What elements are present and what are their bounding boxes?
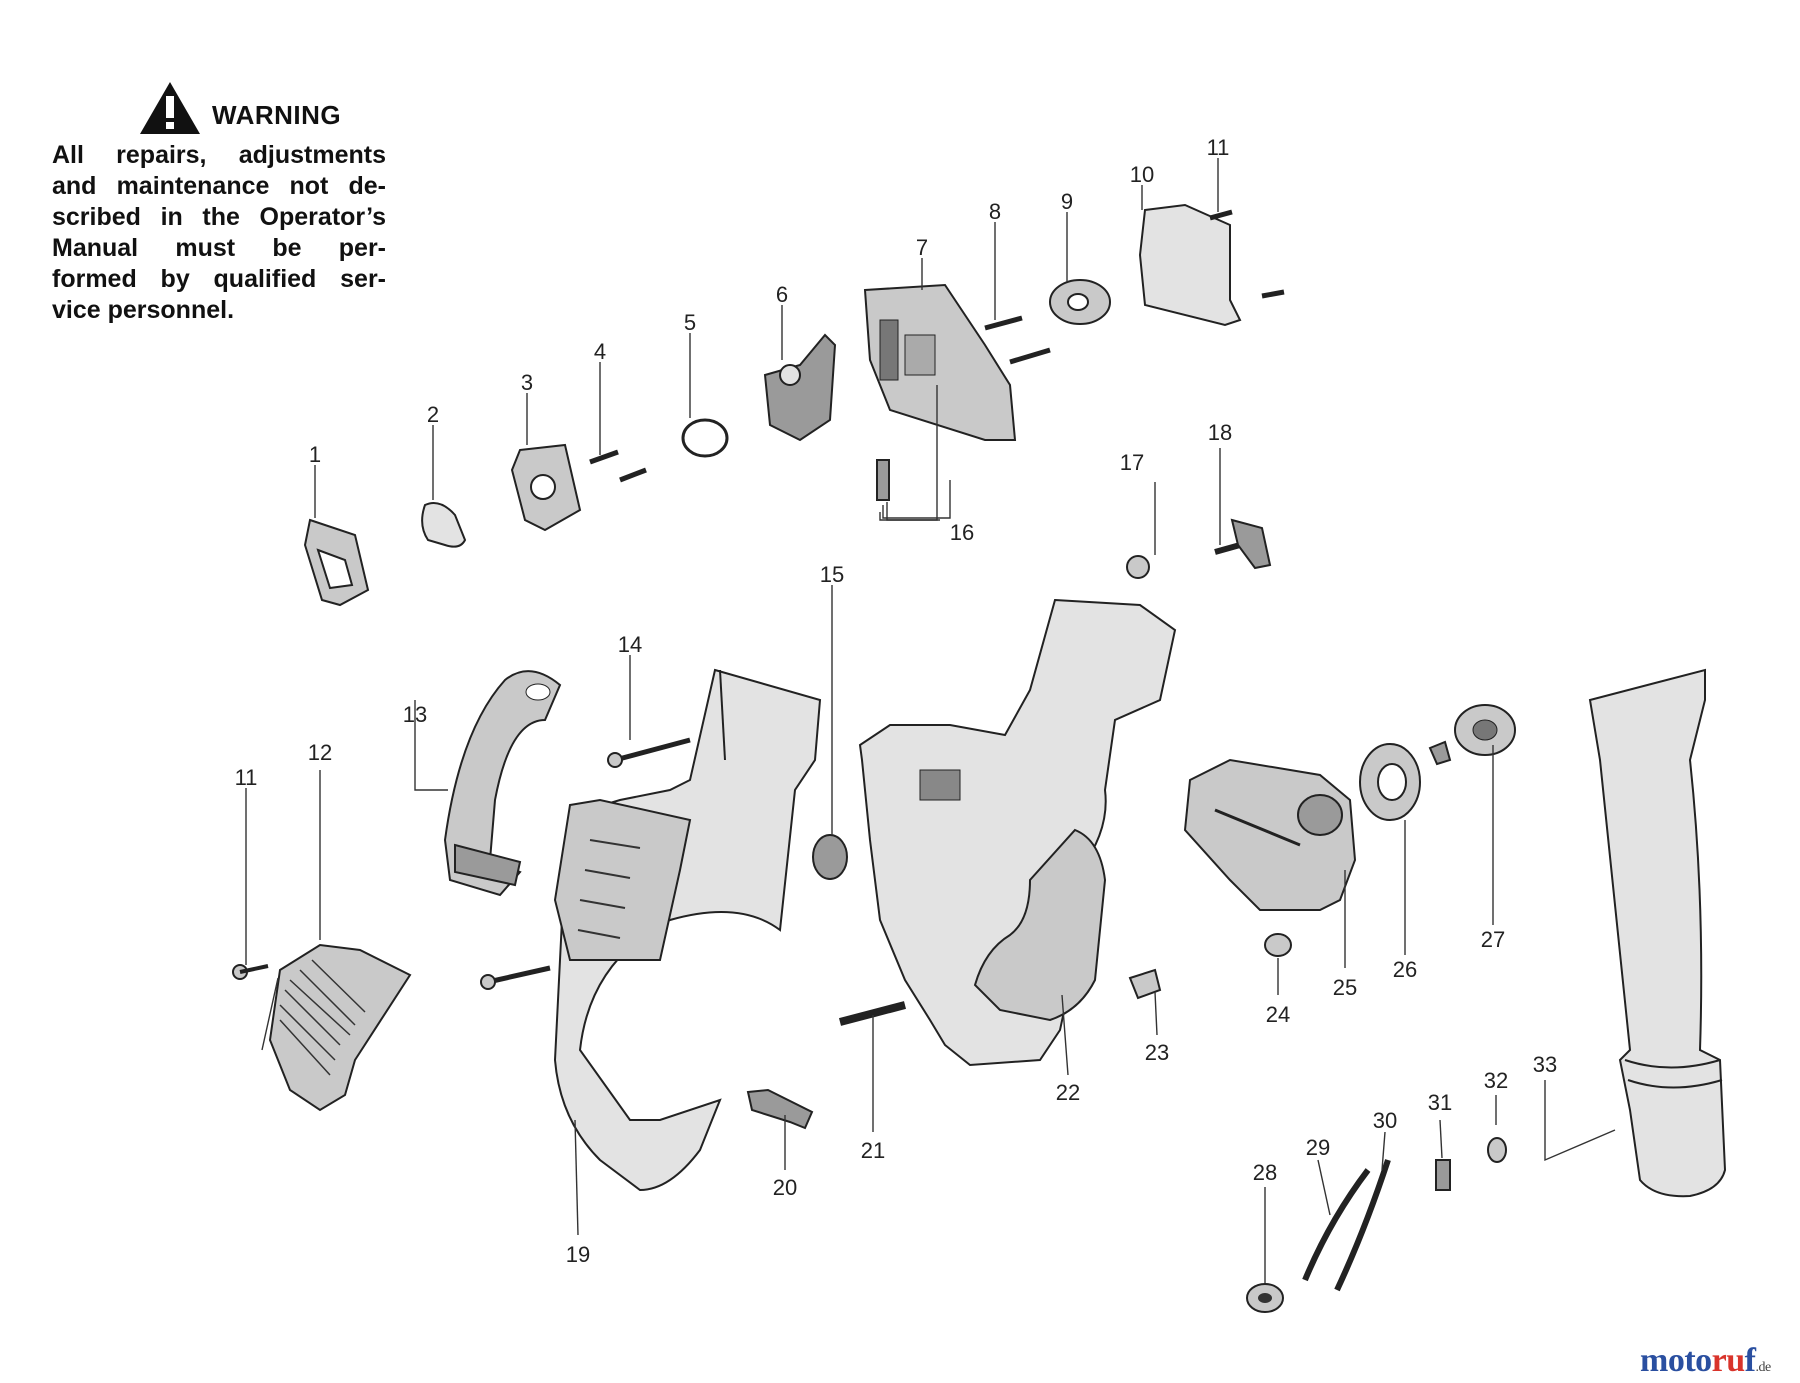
part-label: 2	[427, 402, 439, 427]
part-label: 5	[684, 310, 696, 335]
part-2-gasket	[421, 502, 467, 548]
part-14-screws	[480, 737, 691, 990]
part-31-filter	[1435, 1159, 1451, 1191]
part-19-housing-left	[553, 668, 822, 1192]
part-6-carburetor	[763, 333, 837, 442]
part-label: 32	[1484, 1068, 1508, 1093]
part-label: 10	[1130, 162, 1154, 187]
part-label: 21	[861, 1138, 885, 1163]
part-25-fuel-tank	[1183, 758, 1357, 911]
part-27-cap	[1428, 704, 1516, 766]
part-18-knob	[1214, 518, 1272, 570]
warning-line: scribed in the Operator’s	[52, 203, 386, 231]
part-32-grommet	[1487, 1137, 1507, 1163]
watermark-part: moto	[1640, 1342, 1712, 1379]
part-21-pin	[838, 1001, 907, 1026]
part-9-spacer	[1049, 279, 1111, 325]
part-28-grommet	[1246, 1283, 1284, 1313]
watermark-logo: motoruf.de	[1640, 1342, 1771, 1380]
part-label: 16	[950, 520, 974, 545]
part-10-plate	[1138, 203, 1242, 327]
part-20-clip	[746, 1088, 814, 1130]
part-label: 18	[1208, 420, 1232, 445]
part-labels: 1 2 3 4 5 6 7 8 9 10 11 11 12 13 14 15 1…	[235, 135, 1558, 1267]
part-label: 9	[1061, 189, 1073, 214]
part-label: 17	[1120, 450, 1144, 475]
part-label: 33	[1533, 1052, 1557, 1077]
warning-line: vice personnel.	[52, 296, 235, 324]
warning-title: WARNING	[212, 100, 342, 130]
watermark-part: f	[1744, 1342, 1756, 1379]
part-label: 30	[1373, 1108, 1397, 1133]
part-label: 23	[1145, 1040, 1169, 1065]
warning-line: and maintenance not de-	[52, 172, 386, 200]
part-label: 31	[1428, 1090, 1452, 1115]
part-label: 29	[1306, 1135, 1330, 1160]
part-33-tube	[1588, 668, 1727, 1198]
part-label: 27	[1481, 927, 1505, 952]
part-30-fuel-line	[1334, 1159, 1391, 1292]
watermark-part: .de	[1755, 1360, 1771, 1375]
part-7-cover	[863, 283, 1017, 441]
part-label: 7	[916, 235, 928, 260]
part-8-screws	[984, 315, 1051, 365]
leader-lines	[245, 158, 1616, 1283]
part-label: 22	[1056, 1080, 1080, 1105]
part-5-gasket	[681, 418, 729, 458]
part-label: 25	[1333, 975, 1357, 1000]
part-17-nut	[1126, 555, 1150, 579]
part-22-housing-right	[858, 598, 1177, 1067]
part-4-screws	[589, 449, 647, 483]
part-label: 3	[521, 370, 533, 395]
part-1-gasket	[303, 518, 370, 607]
part-label: 13	[403, 702, 427, 727]
part-12-cover	[268, 943, 412, 1112]
part-label: 11	[235, 765, 258, 790]
part-label: 26	[1393, 957, 1417, 982]
part-3-adapter	[510, 443, 582, 532]
warning-line: Manual must be per-	[52, 234, 386, 262]
part-11-screw-left	[232, 964, 269, 980]
warning-triangle-icon	[140, 82, 200, 134]
part-label: 8	[989, 199, 1001, 224]
part-label: 19	[566, 1242, 590, 1267]
part-label: 15	[820, 562, 844, 587]
part-label: 28	[1253, 1160, 1277, 1185]
part-label: 12	[308, 740, 332, 765]
part-label: 24	[1266, 1002, 1290, 1027]
warning-text: All repairs, adjustments and maintenance…	[52, 140, 386, 326]
part-label: 14	[618, 632, 642, 657]
part-label: 1	[309, 442, 321, 467]
part-label: 4	[594, 339, 606, 364]
warning-line: All repairs, adjustments	[52, 141, 386, 169]
warning-line: formed by qualified ser-	[52, 265, 386, 293]
watermark-part: ru	[1711, 1342, 1746, 1379]
part-label: 6	[776, 282, 788, 307]
part-26-ring	[1359, 743, 1421, 821]
part-29-fuel-line	[1302, 1168, 1371, 1282]
part-11-screws	[1209, 209, 1285, 299]
part-13-handle	[443, 670, 562, 897]
part-24-cap	[1264, 933, 1292, 957]
part-15-impeller	[812, 834, 848, 880]
part-label: 20	[773, 1175, 797, 1200]
part-23-grommet	[1128, 968, 1162, 1000]
part-label: 11	[1207, 135, 1230, 160]
part-16-clip	[876, 459, 890, 501]
